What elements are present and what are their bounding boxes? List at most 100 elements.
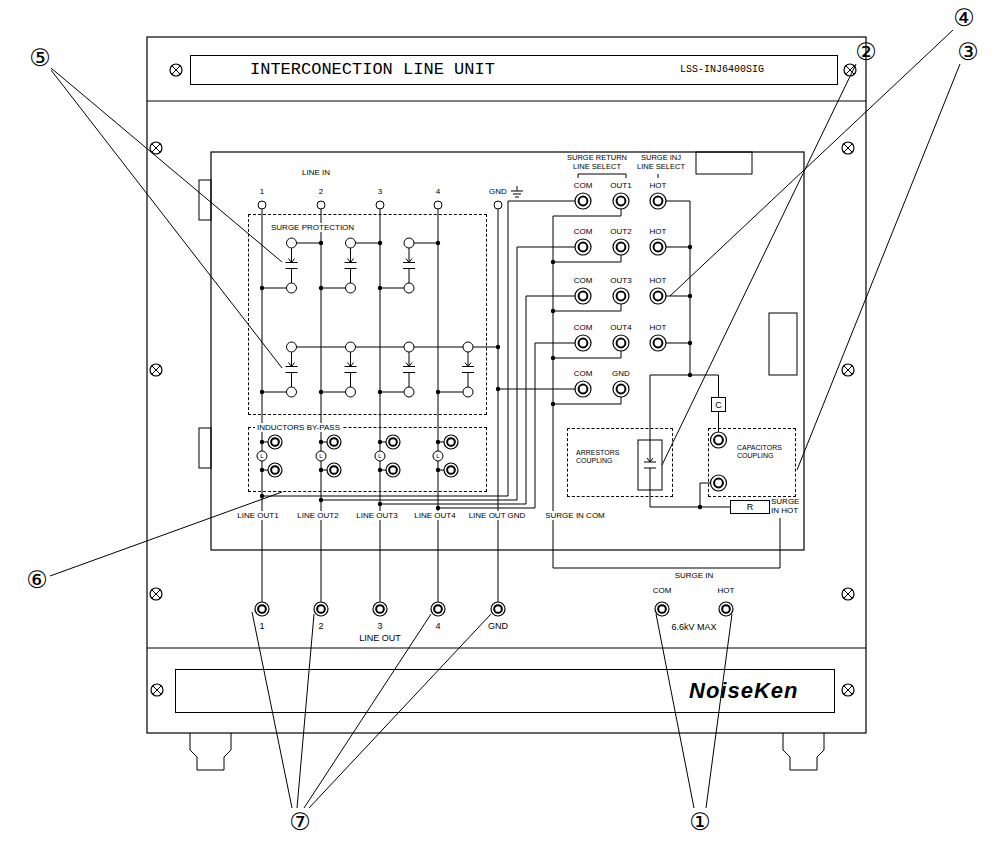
inductor-symbol xyxy=(316,451,326,461)
arrester-lead xyxy=(650,468,651,490)
panel-label: OUT4 xyxy=(609,323,632,332)
jack-terminal xyxy=(575,193,591,209)
wire xyxy=(553,351,621,358)
panel-label: OUT1 xyxy=(609,181,632,190)
arrester-lead xyxy=(350,352,351,367)
inductor-symbol xyxy=(375,451,385,461)
wire xyxy=(380,392,404,393)
line-in-terminal xyxy=(317,201,325,209)
screw-cross xyxy=(844,144,852,152)
wire xyxy=(666,296,690,297)
jack-core xyxy=(317,605,325,613)
line-in-terminal xyxy=(434,201,442,209)
screw-head xyxy=(170,64,182,76)
wire xyxy=(262,288,287,289)
screw-cross xyxy=(844,590,852,598)
housing-seam xyxy=(147,101,866,102)
panel-tab xyxy=(769,313,797,375)
jack-core xyxy=(654,197,663,206)
group-heading: SURGE PROTECTION xyxy=(269,223,356,232)
jack-terminal xyxy=(575,239,591,255)
junction-dot xyxy=(378,440,382,444)
junction-dot xyxy=(319,498,323,502)
junction-dot xyxy=(436,468,440,472)
wire xyxy=(414,243,438,244)
arrester-socket xyxy=(404,238,414,248)
group-heading: ARRESTORS COUPLING xyxy=(576,449,632,465)
panel-label: 1 xyxy=(258,621,265,631)
jack-core xyxy=(617,197,626,206)
line-in-terminal xyxy=(494,201,502,209)
jack-core xyxy=(579,292,588,301)
arrester-socket xyxy=(287,387,297,397)
panel-label: SURGE IN COM xyxy=(544,511,606,520)
connector-wire xyxy=(650,497,730,507)
panel-label: 2 xyxy=(317,621,324,631)
wire xyxy=(553,255,621,262)
panel-tab xyxy=(199,428,211,468)
screw-head xyxy=(842,588,854,600)
jack-terminal xyxy=(444,463,458,477)
panel-label: L xyxy=(260,453,263,459)
junction-dot xyxy=(319,390,323,394)
screw-cross xyxy=(844,590,852,598)
wire xyxy=(380,296,575,504)
arrester-socket xyxy=(463,342,473,352)
panel-label: L xyxy=(436,453,439,459)
jack-terminal xyxy=(373,602,387,616)
jack-terminal xyxy=(613,239,629,255)
screw-cross xyxy=(152,144,160,152)
jack-terminal xyxy=(575,335,591,351)
arrester-mark xyxy=(348,259,354,263)
jack-terminal xyxy=(711,475,727,491)
inductor-symbol xyxy=(433,451,443,461)
arrester-housing xyxy=(638,440,662,490)
arrester-socket xyxy=(346,283,356,293)
jack-core xyxy=(617,339,626,348)
arrester-lead xyxy=(291,248,292,263)
screw-cross xyxy=(844,366,852,374)
panel-label: LINE OUT GND xyxy=(468,511,527,520)
nameplate-text: LSS-INJ6400SIG xyxy=(680,64,764,76)
leader-line xyxy=(304,614,431,808)
junction-dot xyxy=(260,286,264,290)
callout-number: ④ xyxy=(953,6,975,30)
jack-terminal xyxy=(268,435,282,449)
ground-wire xyxy=(498,209,499,602)
arrester-socket xyxy=(346,387,356,397)
junction-dot xyxy=(378,468,382,472)
junction-dot xyxy=(260,468,264,472)
ground-symbol xyxy=(511,191,523,192)
wire xyxy=(438,343,575,508)
wire xyxy=(438,392,463,393)
panel-label: 4 xyxy=(435,187,441,196)
group-heading: CAPACITORS COUPLING xyxy=(737,444,793,460)
jack-core xyxy=(389,438,397,446)
jack-terminal xyxy=(613,335,629,351)
panel-label: HOT xyxy=(649,276,668,285)
panel-tab xyxy=(696,152,752,174)
jack-terminal xyxy=(327,435,341,449)
select-bracket xyxy=(578,174,626,178)
jack-core xyxy=(258,605,266,613)
select-bracket xyxy=(658,174,659,178)
component-letter: R xyxy=(747,503,754,512)
jack-core xyxy=(654,339,663,348)
arrester-socket xyxy=(287,238,297,248)
wire xyxy=(297,243,322,244)
arrester-lead xyxy=(409,269,410,284)
ground-symbol xyxy=(513,194,521,195)
panel-label: COM xyxy=(573,181,594,190)
jack-terminal xyxy=(650,193,666,209)
screw-cross xyxy=(153,686,161,694)
jack-terminal xyxy=(314,602,328,616)
jack-terminal xyxy=(613,288,629,304)
screw-cross xyxy=(172,66,180,74)
jack-terminal xyxy=(650,335,666,351)
arrester-mark xyxy=(406,259,412,263)
panel-label: 6.6kV MAX xyxy=(670,622,717,632)
arrester-socket xyxy=(346,342,356,352)
jack-core xyxy=(447,466,455,474)
panel-label: SURGE RETURN LINE SELECT xyxy=(561,154,633,171)
wire xyxy=(414,347,463,348)
